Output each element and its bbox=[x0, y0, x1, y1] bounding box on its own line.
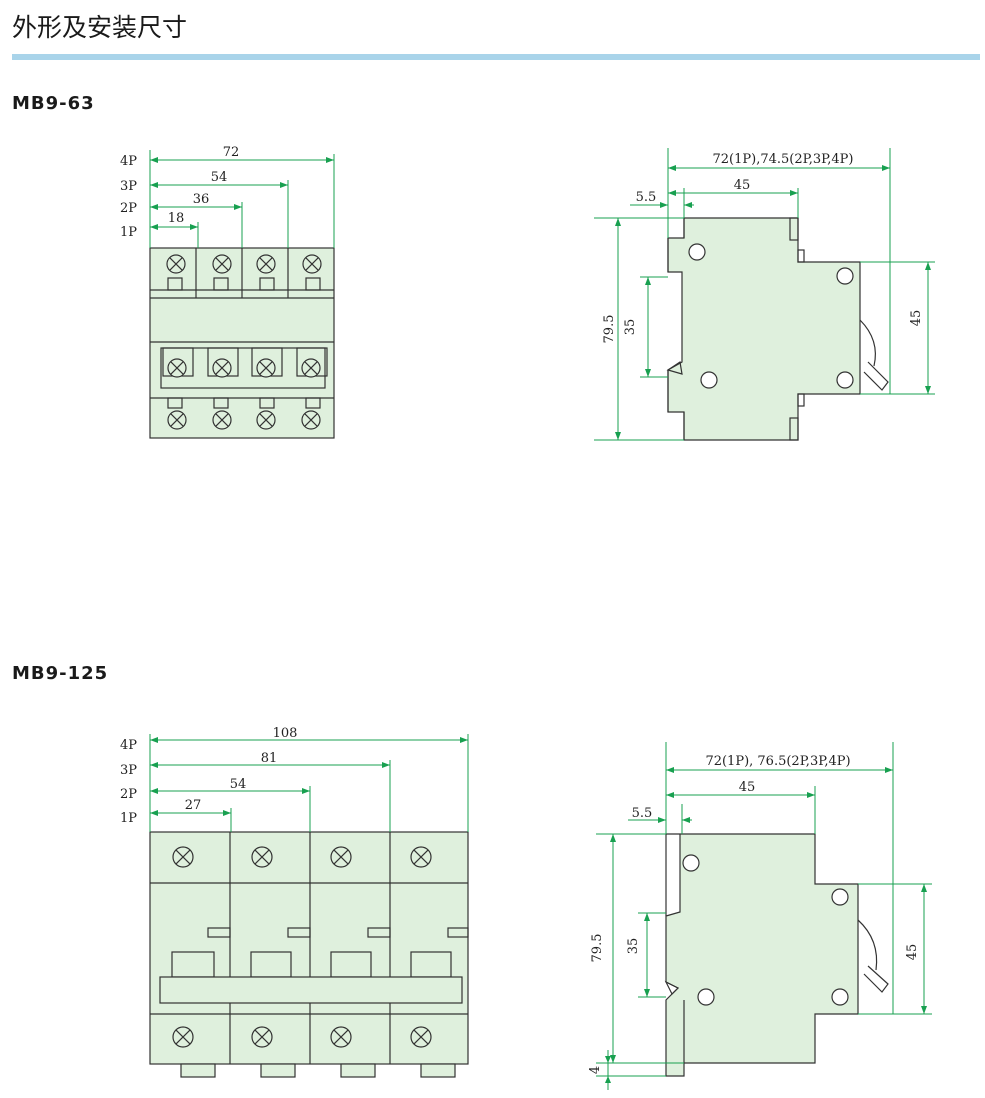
screw-icon bbox=[167, 358, 187, 378]
hole-icon bbox=[836, 267, 854, 285]
mb9-125-side-dimensions: 72(1P), 76.5(2P,3P,4P) 45 5.5 79.5 4 35 … bbox=[588, 742, 932, 1090]
screw-icon bbox=[256, 358, 276, 378]
depth-front-label: 45 bbox=[739, 780, 756, 795]
width-4p-label: 72 bbox=[223, 145, 240, 160]
screw-icon bbox=[167, 410, 187, 430]
screw-icon bbox=[212, 358, 232, 378]
rail-step-label: 4 bbox=[588, 1066, 603, 1074]
width-4p-label: 108 bbox=[273, 726, 298, 741]
screw-icon bbox=[172, 1026, 194, 1048]
mb9-125-front-screws bbox=[172, 846, 432, 1048]
height-label: 79.5 bbox=[590, 934, 605, 963]
width-2p-label: 54 bbox=[230, 777, 247, 792]
depth-total-label: 72(1P), 76.5(2P,3P,4P) bbox=[705, 754, 850, 769]
width-1p-label: 27 bbox=[185, 798, 202, 813]
mb9-125-width-dimensions: 108 81 54 27 4P 3P 2P 1P bbox=[120, 726, 469, 832]
pole-2p-label: 2P bbox=[120, 201, 137, 216]
pole-3p-label: 3P bbox=[120, 179, 137, 194]
screw-icon bbox=[212, 410, 232, 430]
mb9-125-front-body bbox=[149, 831, 469, 1065]
width-2p-label: 36 bbox=[193, 192, 210, 207]
section-label-mb9-125: MB9-125 bbox=[12, 663, 109, 684]
screw-icon bbox=[251, 1026, 273, 1048]
hole-icon bbox=[831, 988, 849, 1006]
width-1p-label: 18 bbox=[168, 211, 185, 226]
section-label-mb9-63: MB9-63 bbox=[12, 93, 95, 114]
width-3p-label: 54 bbox=[211, 170, 228, 185]
pole-3p-label: 3P bbox=[120, 763, 137, 778]
front-height-label: 45 bbox=[909, 310, 924, 327]
screw-icon bbox=[302, 254, 322, 274]
mb9-125-indicators bbox=[207, 927, 469, 938]
pole-4p-label: 4P bbox=[120, 738, 137, 753]
mb9-125-handles bbox=[159, 951, 463, 1004]
mb9-63-width-dimensions: 72 54 36 18 4P 3P 2P 1P bbox=[120, 145, 335, 248]
title-rule bbox=[12, 54, 980, 60]
mb9-63-bottom-terminals bbox=[167, 397, 321, 409]
rail-width-label: 35 bbox=[623, 319, 638, 336]
screw-icon bbox=[330, 1026, 352, 1048]
rail-offset-label: 5.5 bbox=[632, 806, 653, 821]
screw-icon bbox=[410, 846, 432, 868]
width-3p-label: 81 bbox=[261, 751, 278, 766]
hole-icon bbox=[700, 371, 718, 389]
hole-icon bbox=[682, 854, 700, 872]
rail-offset-label: 5.5 bbox=[636, 190, 657, 205]
hole-icon bbox=[831, 888, 849, 906]
mb9-125-side-body bbox=[665, 833, 859, 1077]
screw-icon bbox=[330, 846, 352, 868]
screw-icon bbox=[212, 254, 232, 274]
depth-front-label: 45 bbox=[734, 178, 751, 193]
pole-1p-label: 1P bbox=[120, 811, 137, 826]
screw-icon bbox=[410, 1026, 432, 1048]
screw-icon bbox=[172, 846, 194, 868]
screw-icon bbox=[166, 254, 186, 274]
screw-icon bbox=[251, 846, 273, 868]
screw-icon bbox=[256, 410, 276, 430]
pole-4p-label: 4P bbox=[120, 154, 137, 169]
front-height-label: 45 bbox=[905, 944, 920, 961]
screw-icon bbox=[301, 410, 321, 430]
mb9-63-side-dimensions: 72(1P),74.5(2P,3P,4P) 45 5.5 79.5 35 45 bbox=[594, 148, 935, 441]
pole-1p-label: 1P bbox=[120, 225, 137, 240]
mb9-125-front-view: 108 81 54 27 4P 3P 2P 1P bbox=[120, 726, 469, 1078]
height-label: 79.5 bbox=[602, 315, 617, 344]
screw-icon bbox=[301, 358, 321, 378]
page-title: 外形及安装尺寸 bbox=[12, 13, 188, 42]
mb9-63-front-screws bbox=[166, 254, 322, 430]
screw-icon bbox=[256, 254, 276, 274]
mb9-125-side-view: 72(1P), 76.5(2P,3P,4P) 45 5.5 79.5 4 35 … bbox=[588, 742, 932, 1090]
mb9-63-front-view: 72 54 36 18 4P 3P 2P 1P bbox=[120, 145, 335, 439]
mb9-63-top-terminals bbox=[150, 248, 334, 299]
hole-icon bbox=[836, 371, 854, 389]
mb9-125-bottom-feet bbox=[180, 1063, 456, 1078]
depth-total-label: 72(1P),74.5(2P,3P,4P) bbox=[713, 152, 854, 167]
hole-icon bbox=[697, 988, 715, 1006]
mb9-63-side-view: 72(1P),74.5(2P,3P,4P) 45 5.5 79.5 35 45 bbox=[594, 148, 935, 441]
rail-width-label: 35 bbox=[626, 938, 641, 955]
hole-icon bbox=[688, 243, 706, 261]
pole-2p-label: 2P bbox=[120, 787, 137, 802]
